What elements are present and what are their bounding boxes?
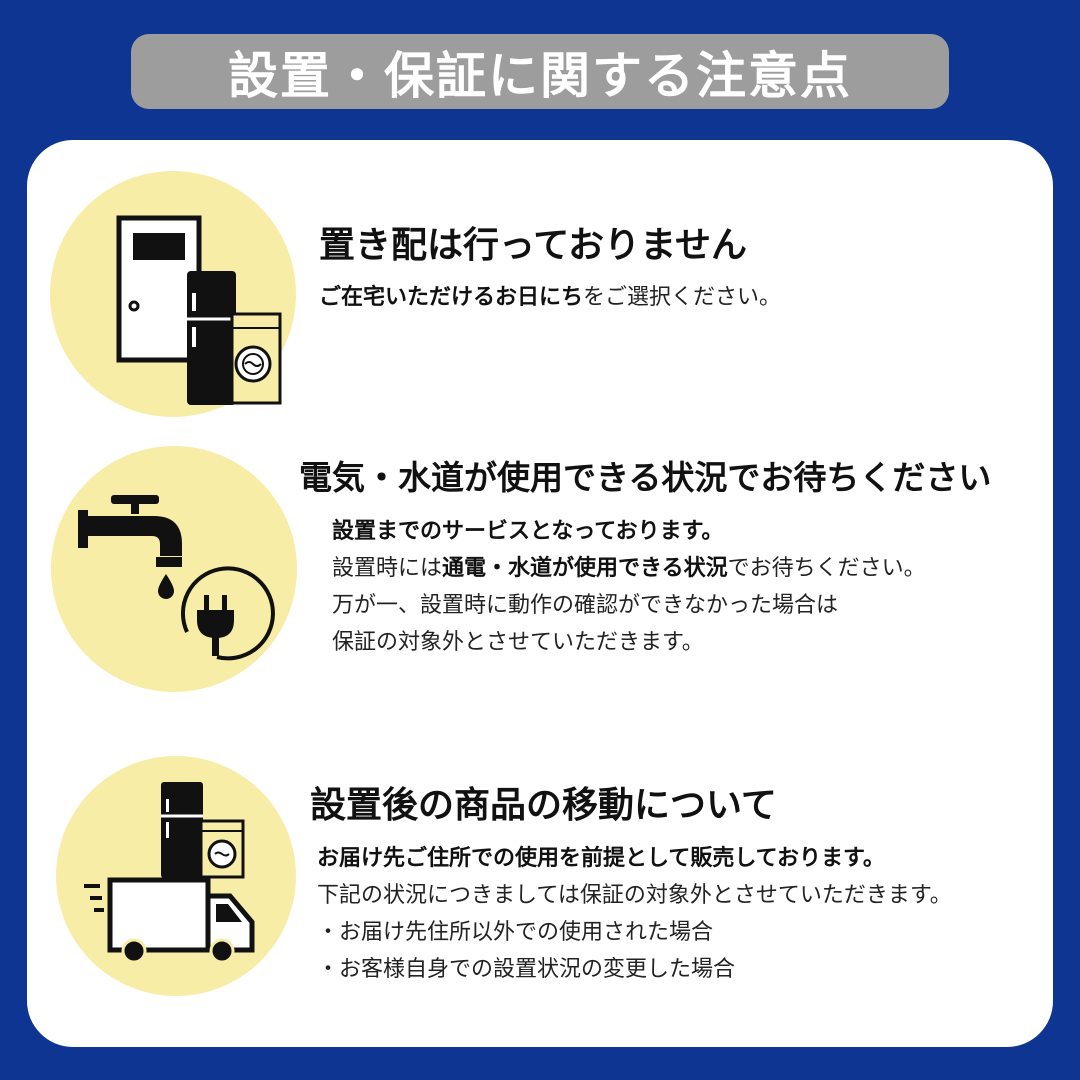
truck-appliances-icon [84, 782, 255, 964]
section-3-heading: 設置後の商品の移動について [310, 785, 777, 826]
faucet-plug-icon [78, 495, 275, 661]
section-2-line-4: 保証の対象外とさせていただきます。 [332, 630, 704, 655]
section-2-icon-circle [51, 446, 297, 692]
page-title: 設置・保証に関する注意点 [228, 46, 852, 105]
content-card: 置き配は行っておりません ご在宅いただけるお日にちをご選択ください。 電気・水道… [27, 140, 1053, 1047]
door-fridge-washer-icon [116, 215, 282, 405]
section-3-icon-circle [56, 756, 296, 996]
section-2-line-1: 設置までのサービスとなっております。 [332, 519, 724, 544]
section-1-text: ご在宅いただけるお日にちをご選択ください。 [319, 280, 781, 316]
section-2-line-2: 設置時には通電・水道が使用できる状況でお待ちください。 [332, 556, 926, 581]
section-3-line-1: お届け先ご住所での使用を前提として販売しております。 [317, 846, 885, 871]
section-1-icon-circle [50, 171, 296, 417]
section-3-line-2: 下記の状況につきましては保証の対象外とさせていただきます。 [317, 883, 952, 908]
section-2-text: 設置までのサービスとなっております。 設置時には通電・水道が使用できる状況でお待… [332, 513, 926, 661]
section-2-line-3: 万が一、設置時に動作の確認ができなかった場合は [332, 593, 839, 618]
section-1-heading: 置き配は行っておりません [319, 225, 748, 266]
section-2-heading: 電気・水道が使用できる状況でお待ちください [299, 458, 992, 497]
section-3-text: お届け先ご住所での使用を前提として販売しております。 下記の状況につきましては保… [317, 840, 952, 988]
section-3-line-4: ・お客様自身での設置状況の変更した場合 [317, 957, 736, 982]
section-3-line-3: ・お届け先住所以外での使用された場合 [317, 920, 714, 945]
section-1-line-1: ご在宅いただけるお日にちをご選択ください。 [319, 285, 782, 310]
title-bar: 設置・保証に関する注意点 [131, 34, 949, 109]
